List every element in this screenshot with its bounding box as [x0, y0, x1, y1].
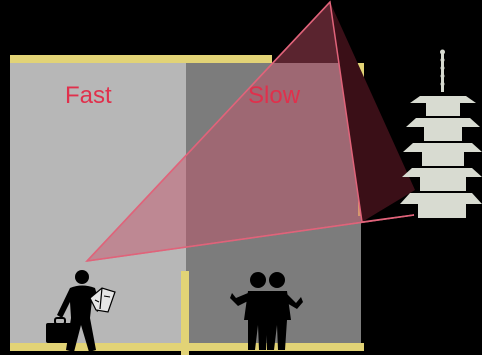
top-wall	[10, 55, 272, 63]
slow-label: Slow	[248, 82, 301, 109]
pagoda-icon	[400, 50, 482, 219]
divider-post	[181, 271, 189, 355]
floor-wall	[10, 343, 364, 351]
fast-label: Fast	[65, 82, 112, 109]
